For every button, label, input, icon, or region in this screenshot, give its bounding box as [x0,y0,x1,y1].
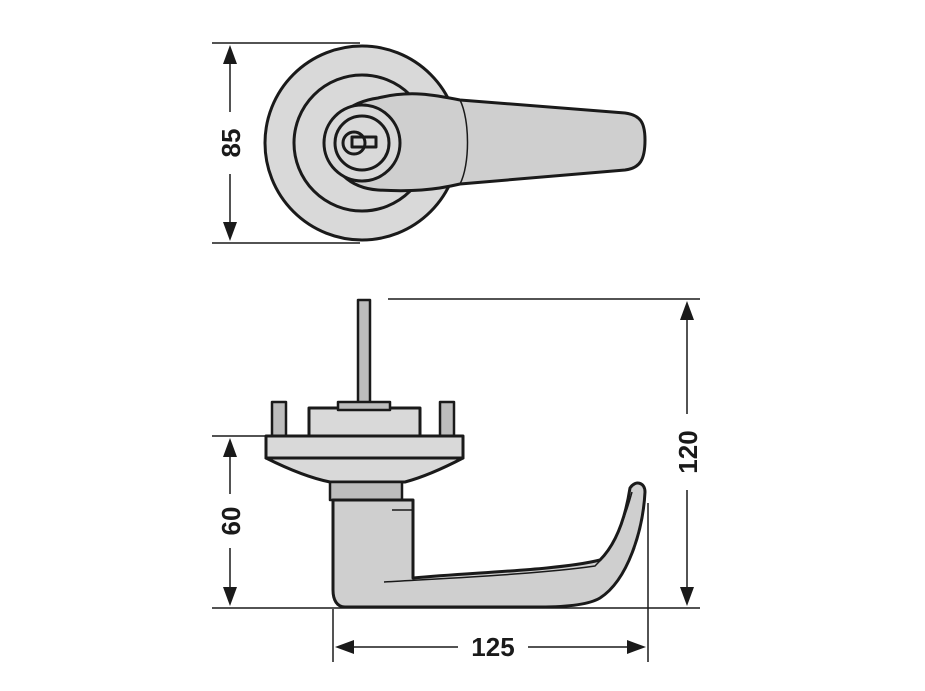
dim-label-85-bg [212,112,246,174]
dim-arrow-120-bottom [680,587,694,606]
dim-arrow-120-top [680,301,694,320]
screw-post-right [438,400,456,438]
dim-label-120: 120 [673,430,703,473]
mounting-cap [336,400,392,412]
dim-arrow-85-bottom [223,222,237,241]
dim-label-125: 125 [471,632,514,662]
dim-arrow-85-top [223,45,237,64]
mounting-block [307,406,422,438]
spindle [356,298,372,407]
dim-label-85: 85 [216,129,246,158]
screw-post-left [270,400,288,438]
key-cylinder-inner [333,114,391,172]
keyhole-slot [350,135,378,149]
dim-arrow-125-left [335,640,354,654]
lever-top-ridge [459,99,469,185]
collar [328,480,404,502]
dim-label-60: 60 [216,507,246,536]
lever-neck-notch [392,509,414,520]
dim-arrow-60-top [223,438,237,457]
dim-label-120-bg [669,414,705,490]
lever-side-highlight [383,491,633,583]
lever-side [331,481,647,609]
rose-cone [264,456,465,484]
side-view: 60 120 125 [212,298,705,664]
keyhole-plug [341,130,367,156]
dim-arrow-60-bottom [223,587,237,606]
dim-arrow-125-right [627,640,646,654]
dim-label-125-bg [458,632,528,664]
rose-flange [264,434,465,460]
dim-label-60-bg [212,494,246,548]
top-view: 85 [212,42,647,244]
